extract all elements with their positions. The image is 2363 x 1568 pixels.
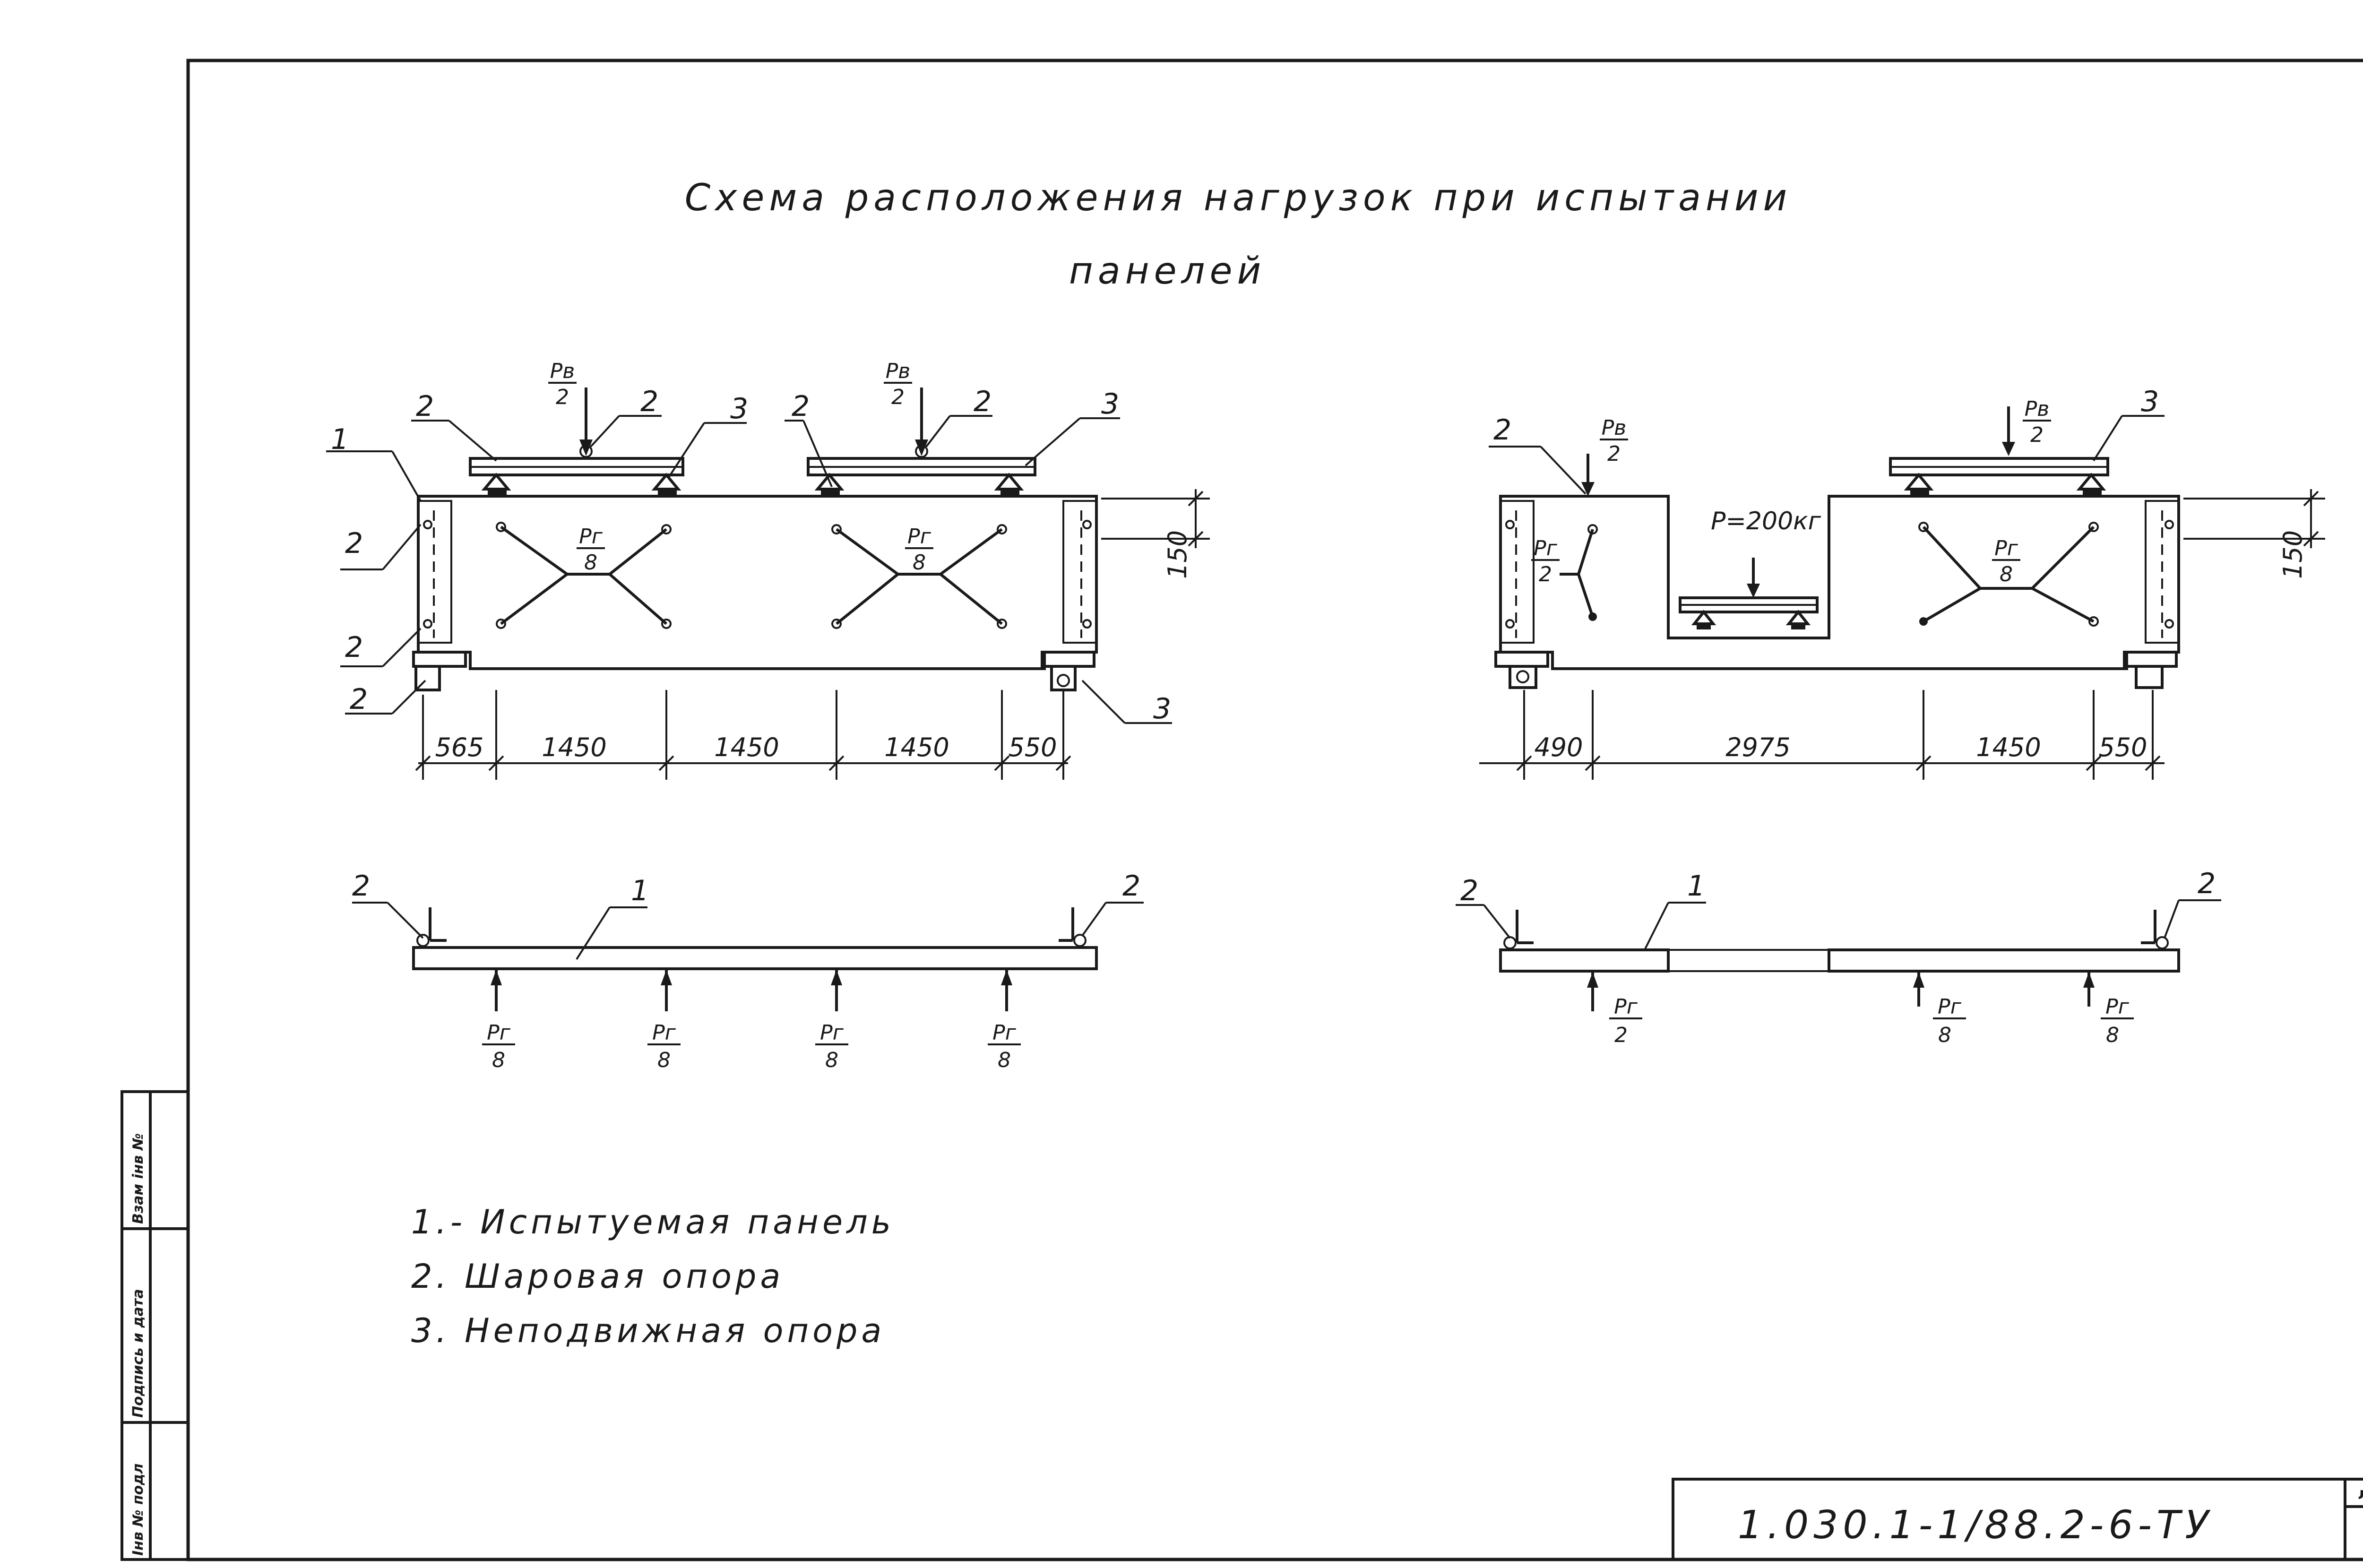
right-section-load-den-2: 8 xyxy=(2106,1023,2119,1047)
left-callout-2e: 2 xyxy=(345,527,363,560)
left-dim-2: 1450 xyxy=(714,732,779,762)
right-callout-2: 2 xyxy=(1493,414,1511,447)
left-callout-3c: 3 xyxy=(1153,692,1171,725)
right-pv-num-2: Рв xyxy=(2025,397,2049,421)
right-pv-den-1: 2 xyxy=(1607,442,1621,466)
right-pg2-den: 2 xyxy=(1539,562,1552,586)
right-dim-2: 1450 xyxy=(1976,732,2041,762)
right-callout-3: 3 xyxy=(2141,385,2159,418)
pg-den-1: 8 xyxy=(584,551,597,575)
left-dim-1: 1450 xyxy=(542,732,606,762)
right-pg2-num: Рг xyxy=(1534,536,1558,560)
left-callout-2c: 2 xyxy=(792,390,810,423)
left-section-pg-den-4: 8 xyxy=(998,1048,1011,1072)
doc-code: 1.030.1-1/88.2-6-ТУ xyxy=(1738,1503,2213,1548)
right-dim-3: 550 xyxy=(2098,732,2147,762)
side-vzam: Взам інв № xyxy=(130,1133,147,1224)
left-dim-3: 1450 xyxy=(884,732,949,762)
left-callout-2d: 2 xyxy=(974,385,992,418)
pg-den-2: 8 xyxy=(913,551,926,575)
sheet-label: лист xyxy=(2358,1484,2363,1503)
legend-item-1: 1.- Испытуемая панель xyxy=(411,1203,895,1241)
right-dim-1: 2975 xyxy=(1725,732,1790,762)
sheet-frame xyxy=(186,59,2363,1561)
pv-num-1: Рв xyxy=(550,359,575,383)
left-section-callout-2l: 2 xyxy=(352,870,370,903)
left-callout-2b: 2 xyxy=(640,385,658,418)
side-podpis: Подпись и дата xyxy=(130,1289,147,1418)
left-section: 2 2 1 Рг 8 Рг 8 Рг 8 Рг 8 xyxy=(352,870,1144,1072)
left-section-pg-num-3: Рг xyxy=(820,1021,844,1045)
right-pg8-num: Рг xyxy=(1994,536,2018,560)
right-elevation: Р=200кг Рв 2 Рв 2 Рг 2 Рг 8 xyxy=(1479,385,2325,780)
legend-item-3: 3. Неподвижная опора xyxy=(411,1311,885,1350)
pv-den-2: 2 xyxy=(891,385,905,409)
left-section-pg-den-2: 8 xyxy=(657,1048,671,1072)
pv-den-1: 2 xyxy=(556,385,569,409)
left-callout-3a: 3 xyxy=(730,392,748,425)
right-section-load-den-0: 2 xyxy=(1614,1023,1628,1047)
left-dim-4: 550 xyxy=(1008,732,1057,762)
right-section-callout-2l: 2 xyxy=(1460,874,1478,907)
right-p-200: Р=200кг xyxy=(1711,507,1821,535)
title-line-2: панелей xyxy=(1069,250,1266,293)
right-section-load-den-1: 8 xyxy=(1938,1023,1951,1047)
left-section-pg-num-4: Рг xyxy=(992,1021,1017,1045)
right-height-dim: 150 xyxy=(2278,530,2308,579)
left-section-callout-1: 1 xyxy=(631,874,649,907)
right-section-callout-1: 1 xyxy=(1687,870,1705,903)
title-line-1: Схема расположения нагрузок при испытани… xyxy=(685,177,1792,219)
left-section-pg-den-3: 8 xyxy=(825,1048,838,1072)
right-section-load-num-0: Рг xyxy=(1614,995,1638,1019)
left-dim-0: 565 xyxy=(435,732,483,762)
left-callout-2g: 2 xyxy=(350,683,368,716)
right-pv-den-2: 2 xyxy=(2030,423,2044,447)
side-inv-podl: Інв № подл xyxy=(130,1464,147,1556)
right-section-load-num-1: Рг xyxy=(1938,995,1962,1019)
title-block: 1.030.1-1/88.2-6-ТУ лист 5 xyxy=(1672,1478,2363,1561)
pg-num-1: Рг xyxy=(579,525,603,549)
side-stamp: Інв № подл Подпись и дата Взам інв № xyxy=(121,1090,190,1561)
left-callout-2a: 2 xyxy=(416,390,434,423)
right-section-callout-2r: 2 xyxy=(2198,867,2216,900)
left-section-pg-den-1: 8 xyxy=(492,1048,505,1072)
pv-num-2: Рв xyxy=(886,359,910,383)
right-pv-num-1: Рв xyxy=(1602,416,1626,440)
left-section-callout-2r: 2 xyxy=(1122,870,1140,903)
legend: 1.- Испытуемая панель 2. Шаровая опора 3… xyxy=(411,1203,895,1350)
right-dim-0: 490 xyxy=(1534,732,1583,762)
right-pg8-den: 8 xyxy=(2000,562,2013,586)
pg-num-2: Рг xyxy=(907,525,931,549)
left-callout-3b: 3 xyxy=(1101,388,1119,421)
left-section-pg-num-2: Рг xyxy=(652,1021,676,1045)
right-section: 2 1 2 Рг 2 Рг 8 Рг 8 xyxy=(1456,867,2221,1047)
right-section-load-num-2: Рг xyxy=(2105,995,2130,1019)
left-section-pg-num-1: Рг xyxy=(487,1021,511,1045)
left-elevation: Рв 2 Рв 2 Рг 8 Рг 8 xyxy=(326,359,1210,780)
left-height-dim: 150 xyxy=(1163,530,1192,579)
left-callout-2f: 2 xyxy=(345,631,363,664)
legend-item-2: 2. Шаровая опора xyxy=(411,1257,784,1296)
